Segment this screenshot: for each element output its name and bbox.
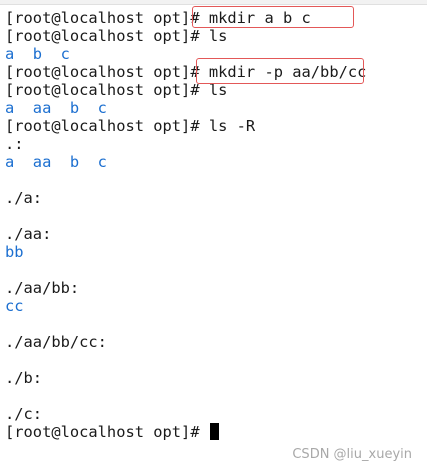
lsR-aabbcc-header: ./aa/bb/cc: xyxy=(5,333,107,351)
shell-prompt: [root@localhost opt]# xyxy=(5,9,209,27)
terminal-line-mkdir-p: [root@localhost opt]# mkdir -p aa/bb/cc xyxy=(5,63,366,81)
lsR-aabb-header: ./aa/bb: xyxy=(5,279,80,297)
command-ls: ls xyxy=(208,27,228,45)
command-ls: ls xyxy=(208,81,228,99)
terminal-line-ls-1: [root@localhost opt]# ls xyxy=(5,27,227,45)
ls-output-2: a aa b c xyxy=(5,99,107,117)
lsR-root-listing: a aa b c xyxy=(5,153,107,171)
shell-prompt: [root@localhost opt]# xyxy=(5,63,209,81)
terminal-line-current[interactable]: [root@localhost opt]# xyxy=(5,423,219,441)
terminal-line-ls-R: [root@localhost opt]# ls -R xyxy=(5,117,255,135)
shell-prompt: [root@localhost opt]# xyxy=(5,423,209,441)
command-mkdir-abc: mkdir a b c xyxy=(208,9,311,27)
lsR-a-header: ./a: xyxy=(5,189,43,207)
lsR-root-header: .: xyxy=(5,135,24,153)
lsR-aabb-listing: cc xyxy=(5,297,24,315)
lsR-b-header: ./b: xyxy=(5,369,43,387)
lsR-aa-header: ./aa: xyxy=(5,225,52,243)
lsR-c-header: ./c: xyxy=(5,405,43,423)
command-mkdir-p: mkdir -p aa/bb/cc xyxy=(208,63,367,81)
text-cursor[interactable] xyxy=(209,423,219,440)
shell-prompt: [root@localhost opt]# xyxy=(5,81,209,99)
ls-output-1: a b c xyxy=(5,45,70,63)
shell-prompt: [root@localhost opt]# xyxy=(5,117,209,135)
watermark: CSDN @liu_xueyin xyxy=(292,447,412,462)
terminal-line-mkdir-abc: [root@localhost opt]# mkdir a b c xyxy=(5,9,311,27)
terminal-line-ls-2: [root@localhost opt]# ls xyxy=(5,81,227,99)
shell-prompt: [root@localhost opt]# xyxy=(5,27,209,45)
lsR-aa-listing: bb xyxy=(5,243,24,261)
window-top-edge xyxy=(0,0,427,5)
command-ls-R: ls -R xyxy=(208,117,256,135)
